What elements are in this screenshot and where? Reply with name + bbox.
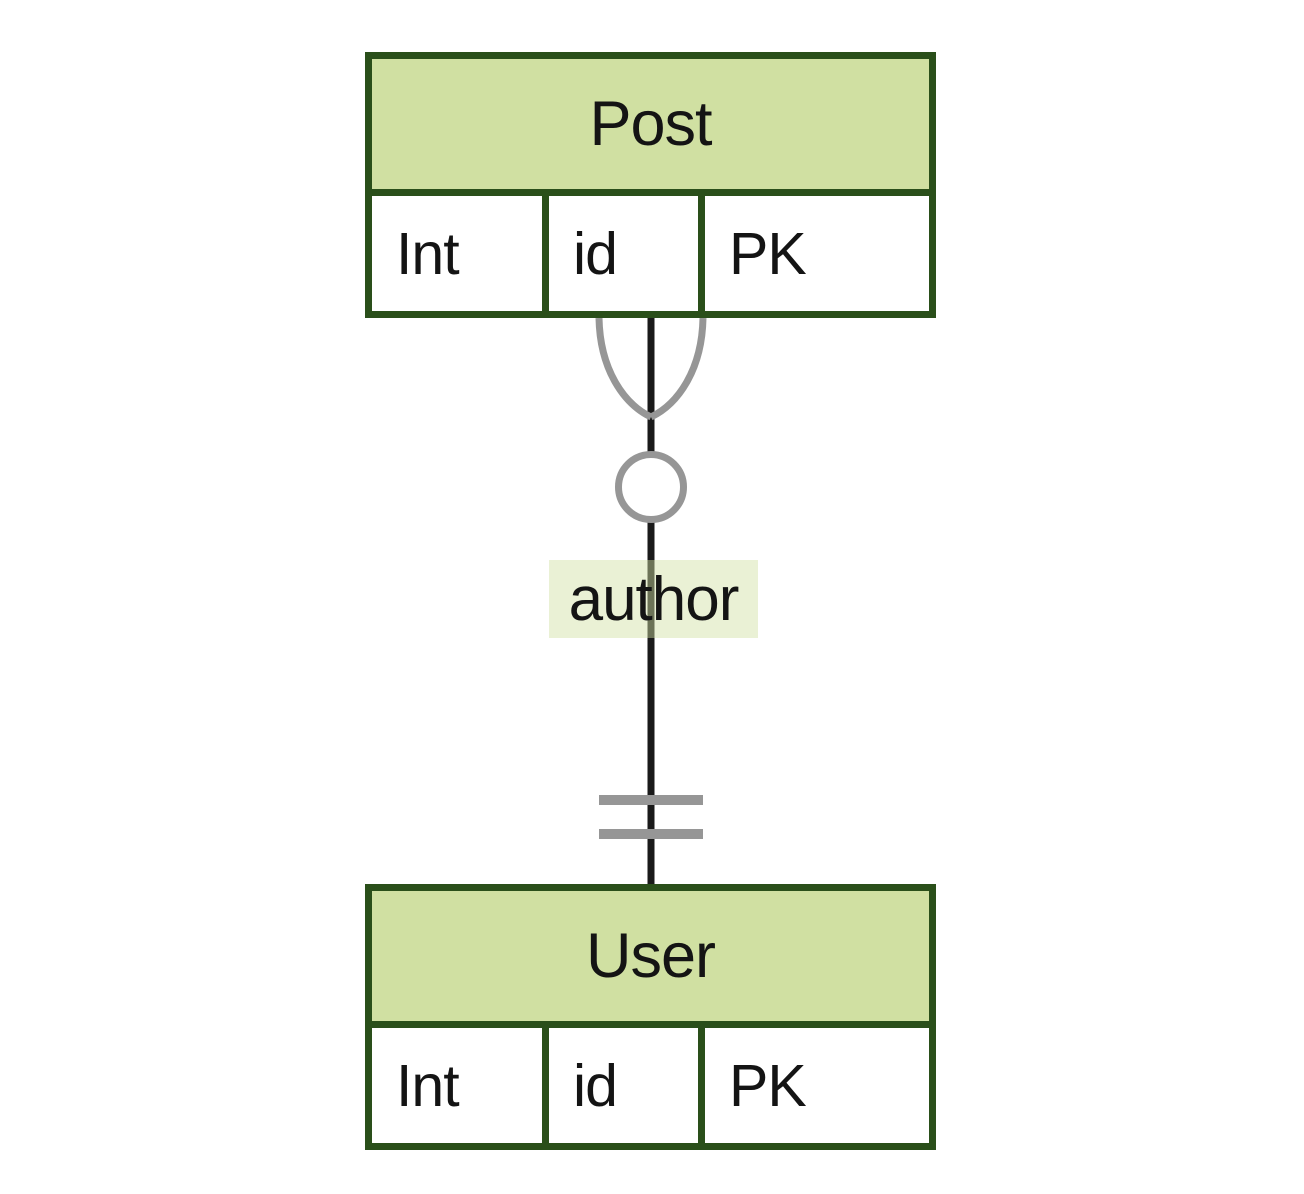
attribute-type-cell: Int [372,196,549,311]
zero-circle-marker [615,451,687,523]
entity-user: User Int id PK [365,884,936,1150]
attribute-name-cell: id [549,1028,705,1143]
attribute-key-cell: PK [705,196,929,311]
entity-post-attribute-row: Int id PK [372,196,929,311]
entity-user-title: User [372,891,929,1028]
attribute-key-cell: PK [705,1028,929,1143]
entity-post: Post Int id PK [365,52,936,318]
attribute-type-cell: Int [372,1028,549,1143]
entity-user-attribute-row: Int id PK [372,1028,929,1143]
attribute-name-cell: id [549,196,705,311]
crows-foot-many-marker-right [649,317,707,421]
entity-post-title: Post [372,59,929,196]
relationship-label: author [549,560,758,638]
crows-foot-many-marker-left [595,317,653,421]
